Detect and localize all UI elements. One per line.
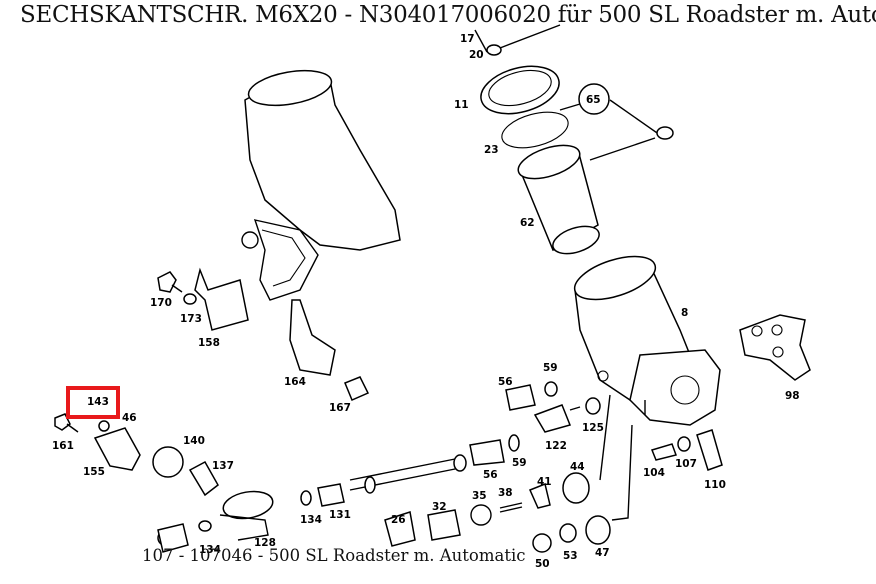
callout-20: 20	[469, 49, 484, 61]
callout-137: 137	[212, 460, 234, 472]
lower-left-parts[interactable]	[54, 413, 275, 548]
callout-167: 167	[329, 402, 351, 414]
callout-17: 17	[460, 33, 475, 45]
callout-125: 125	[582, 422, 604, 434]
fittings-and-rod[interactable]	[157, 381, 723, 553]
callout-labels: 17 20 11 65 23 62 8 98 170 173 158 164 1…	[52, 33, 800, 570]
callout-62: 62	[520, 217, 535, 229]
callout-122: 122	[545, 440, 567, 452]
callout-35: 35	[472, 490, 487, 502]
callout-38: 38	[498, 487, 513, 499]
callout-41: 41	[537, 476, 552, 488]
callout-50: 50	[535, 558, 550, 570]
callout-164: 164	[284, 376, 306, 388]
callout-110: 110	[704, 479, 726, 491]
callout-65: 65	[586, 94, 601, 106]
model-footer: 107 - 107046 - 500 SL Roadster m. Automa…	[142, 546, 526, 565]
callout-134-upper: 134	[300, 514, 322, 526]
brackets[interactable]	[157, 267, 370, 401]
callout-11: 11	[454, 99, 469, 111]
callout-170: 170	[150, 297, 172, 309]
callout-32: 32	[432, 501, 447, 513]
callout-143: 143	[87, 396, 109, 408]
filter-housing-8[interactable]	[569, 248, 721, 426]
callout-59-upper: 59	[543, 362, 558, 374]
upper-housing[interactable]	[241, 65, 401, 301]
filter-cap-assembly[interactable]	[474, 24, 674, 259]
callout-46: 46	[122, 412, 137, 424]
callout-59-lower: 59	[512, 457, 527, 469]
callout-107: 107	[675, 458, 697, 470]
callout-8: 8	[681, 307, 688, 319]
callout-140: 140	[183, 435, 205, 447]
callout-23: 23	[484, 144, 499, 156]
callout-53: 53	[563, 550, 578, 562]
callout-47: 47	[595, 547, 610, 559]
callout-56-lower: 56	[483, 469, 498, 481]
callout-161: 161	[52, 440, 74, 452]
callout-56-upper: 56	[498, 376, 513, 388]
page-title: SECHSKANTSCHR. M6X20 - N304017006020 für…	[20, 2, 876, 28]
callout-134-lower: 134	[199, 544, 221, 556]
callout-155: 155	[83, 466, 105, 478]
callout-128: 128	[254, 537, 276, 549]
callout-131: 131	[329, 509, 351, 521]
gasket-98[interactable]	[739, 314, 811, 381]
highlight-box[interactable]	[66, 386, 120, 419]
callout-158: 158	[198, 337, 220, 349]
callout-44: 44	[570, 461, 585, 473]
callout-173: 173	[180, 313, 202, 325]
callout-98: 98	[785, 390, 800, 402]
callout-26: 26	[391, 514, 406, 526]
callout-104: 104	[643, 467, 665, 479]
